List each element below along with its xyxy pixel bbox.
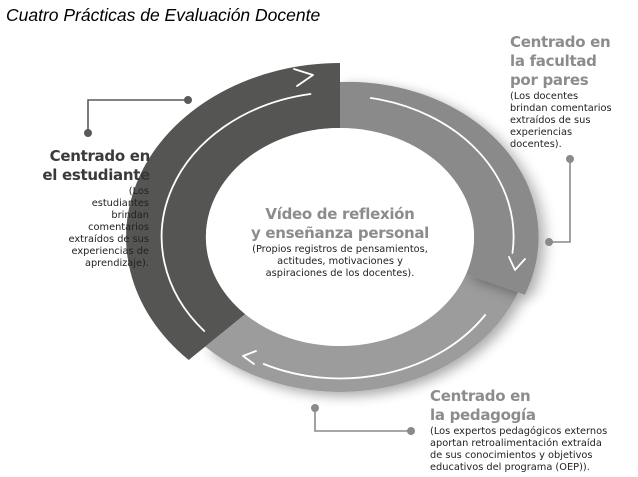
connector-student <box>87 99 188 133</box>
student-description: (Los estudiantes brindan comentarios ext… <box>68 186 149 269</box>
peers-description: (Los docentes brindan comentarios extraí… <box>510 91 612 150</box>
pedagogy-heading: Centrado en la pedagogía <box>430 387 536 424</box>
student-heading: Centrado en el estudiante <box>42 147 150 184</box>
diagram-title: Cuatro Prácticas de Evaluación Docente <box>6 5 321 25</box>
peers-heading: Centrado en la facultad por pares <box>510 33 611 89</box>
connector-pedagogy <box>314 408 411 432</box>
arrow-student-to-peers <box>162 94 311 331</box>
center-heading: Vídeo de reflexión y enseñanza personal <box>251 205 429 242</box>
arrowhead-bottom-icon <box>242 350 257 365</box>
center-description: (Propios registros de pensamientos, acti… <box>252 244 428 279</box>
peer-segment <box>340 81 539 295</box>
connector-peers <box>549 159 571 243</box>
pedagogy-description: (Los expertos pedagógicos externos aport… <box>430 426 608 473</box>
arrowhead-right-icon <box>508 256 526 271</box>
student-segment <box>126 63 340 360</box>
center-circle <box>205 128 475 346</box>
pedagogy-segment <box>205 274 520 392</box>
arrow-pedagogy-to-student <box>264 315 485 378</box>
arrowhead-top-icon <box>293 68 314 87</box>
arrow-peers-to-pedagogy <box>371 98 514 253</box>
